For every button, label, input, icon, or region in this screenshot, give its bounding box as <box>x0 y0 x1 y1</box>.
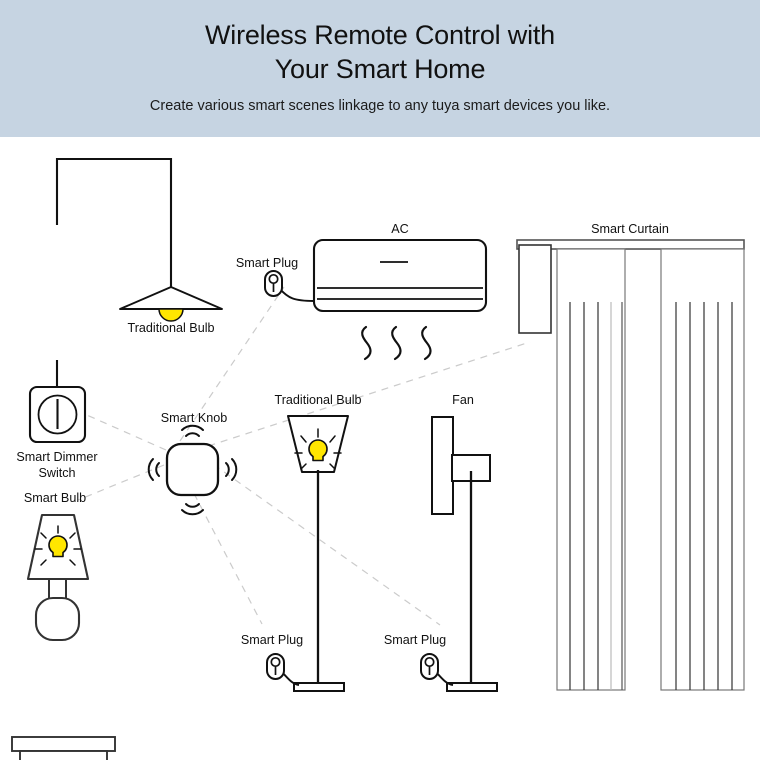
ac-airflow-icon <box>361 325 432 361</box>
nightstand-top <box>11 736 116 752</box>
link-knob-to-smart-plug-fan <box>202 456 441 626</box>
air-conditioner[interactable]: AC <box>312 222 488 361</box>
link-knob-to-smart-bulb <box>77 464 165 501</box>
header-banner: Wireless Remote Control with Your Smart … <box>0 0 760 137</box>
smart-curtain[interactable]: Smart Curtain <box>516 222 745 691</box>
smart-home-diagram: Traditional Bulb Smart Dimmer Switch Sma… <box>0 137 760 760</box>
smart-curtain-label: Smart Curtain <box>591 222 669 236</box>
table-lamp-smart-bulb[interactable]: Smart Bulb <box>11 491 116 760</box>
table-lamp-base <box>34 596 81 642</box>
signal-arcs-top-icon <box>181 424 204 437</box>
smart-plug-floorlamp-socket <box>270 656 281 668</box>
smart-knob-label: Smart Knob <box>161 411 228 425</box>
smart-plug-ac-socket <box>268 273 279 285</box>
smart-dimmer-switch[interactable]: Smart Dimmer Switch <box>16 360 98 480</box>
smart-plug-ac[interactable]: Smart Plug <box>236 256 315 302</box>
smart-plug-fan-socket <box>424 656 435 668</box>
floor-lamp-base <box>293 682 345 692</box>
page-subtitle: Create various smart scenes linkage to a… <box>149 98 611 114</box>
smart-plug-ac-label: Smart Plug <box>236 256 298 270</box>
link-knob-to-smart-curtain <box>195 341 531 451</box>
fan-label: Fan <box>452 393 474 407</box>
link-knob-to-smart-plug-floorlamp <box>187 481 263 625</box>
fan-head[interactable] <box>431 416 454 515</box>
pendant-lamp-label: Traditional Bulb <box>127 321 214 335</box>
smart-knob-body[interactable] <box>165 442 220 497</box>
page-title-line-2: Your Smart Home <box>274 54 486 84</box>
fan[interactable]: Fan <box>431 393 498 692</box>
nightstand-body <box>19 750 108 760</box>
signal-arcs-bottom-icon <box>181 503 204 516</box>
floor-lamp[interactable]: Traditional Bulb <box>274 393 362 692</box>
smart-plug-fan-label: Smart Plug <box>384 633 446 647</box>
table-lamp-neck <box>48 578 67 600</box>
smart-knob[interactable]: Smart Knob <box>147 411 238 516</box>
smart-dimmer-switch-label-line-1: Smart Dimmer <box>16 450 97 464</box>
floor-lamp-bulb-icon <box>294 428 342 470</box>
curtain-panel-left[interactable] <box>556 248 626 691</box>
ac-label: AC <box>391 222 409 236</box>
ac-body[interactable] <box>312 238 488 313</box>
smart-plug-floorlamp-label: Smart Plug <box>241 633 303 647</box>
link-knob-to-smart-plug-ac <box>179 286 285 442</box>
smart-bulb-icon <box>34 525 82 566</box>
smart-bulb-label: Smart Bulb <box>24 491 86 505</box>
curtain-panel-left-pleats <box>569 302 623 690</box>
floor-lamp-label: Traditional Bulb <box>274 393 361 407</box>
pendant-cord <box>55 157 173 287</box>
signal-arcs-left-icon <box>147 458 160 481</box>
page-title: Wireless Remote Control with Your Smart … <box>0 18 760 86</box>
curtain-panel-right-pleats <box>675 302 733 690</box>
link-knob-to-dimmer-switch <box>79 411 167 451</box>
curtain-rail <box>516 239 745 250</box>
smart-plug-ac-cord <box>279 288 315 302</box>
pendant-bulb-icon <box>158 308 184 322</box>
pendant-shade <box>119 286 223 310</box>
smart-plug-floorlamp[interactable]: Smart Plug <box>241 633 303 686</box>
page-title-line-1: Wireless Remote Control with <box>204 20 555 50</box>
curtain-motor[interactable] <box>518 244 552 334</box>
signal-arcs-right-icon <box>225 458 238 481</box>
pendant-lamp[interactable]: Traditional Bulb <box>55 157 223 335</box>
smart-plug-fan[interactable]: Smart Plug <box>384 633 454 686</box>
curtain-panel-right[interactable] <box>660 248 745 691</box>
fan-base <box>446 682 498 692</box>
smart-dimmer-switch-label-line-2: Switch <box>38 466 75 480</box>
